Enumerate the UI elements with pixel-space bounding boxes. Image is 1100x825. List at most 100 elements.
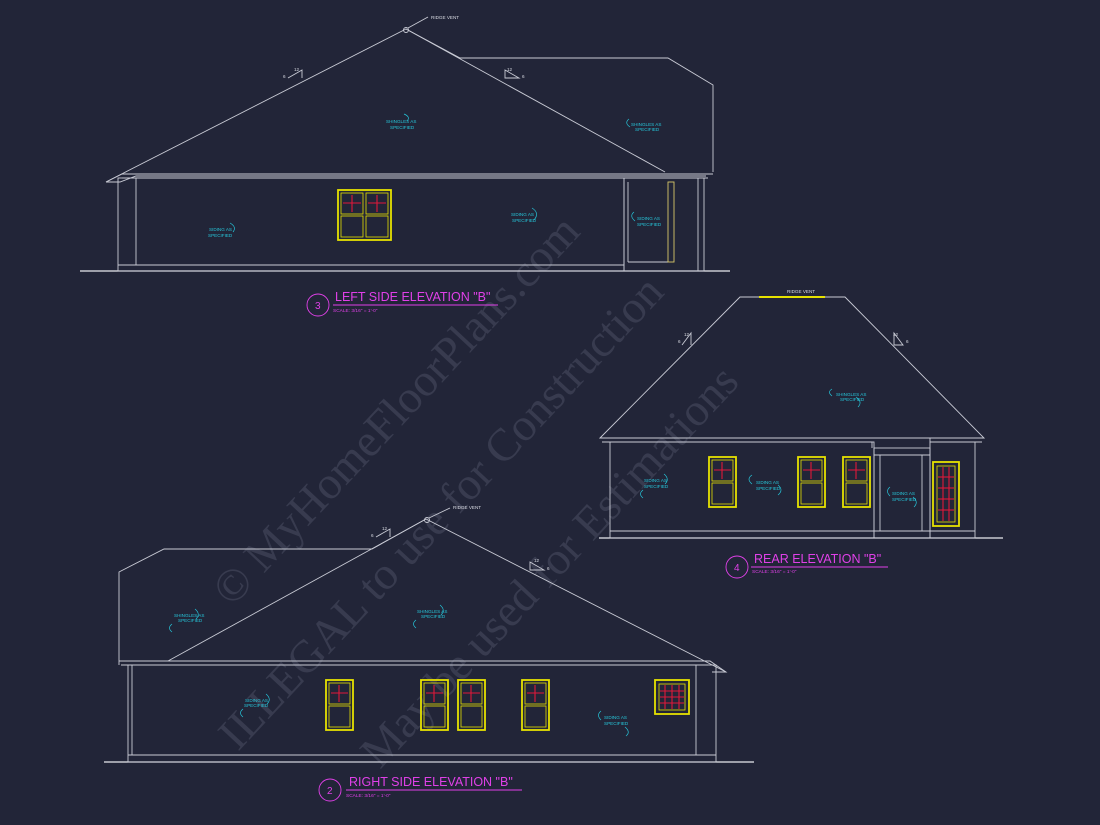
- window-2: [420, 679, 449, 731]
- note-shingles-1: SHINGLES AS SPECIFIED: [169, 608, 204, 633]
- main-wall: [127, 664, 717, 763]
- note-siding-2: SIDING AS SPECIFIED: [511, 207, 537, 223]
- svg-text:6: 6: [522, 74, 525, 79]
- title-number: 2: [327, 786, 333, 797]
- svg-text:SIDING AS: SIDING AS: [637, 216, 660, 221]
- right-wing-wall: [929, 441, 976, 539]
- left-side-elevation: RIDGE VENT 12 6 12 6 SHINGLES AS SPECIFI…: [80, 15, 730, 317]
- window-4: [521, 679, 550, 731]
- pitch-symbol-left: 12 6: [678, 331, 692, 346]
- svg-text:SIDING AS: SIDING AS: [245, 698, 268, 703]
- ridge-vent-marker: [403, 27, 409, 33]
- svg-text:SPECIFIED: SPECIFIED: [892, 497, 917, 502]
- svg-text:12: 12: [684, 332, 690, 337]
- door-glass: [932, 461, 960, 527]
- elevation-scale: SCALE: 3/16" = 1'-0": [346, 793, 391, 799]
- elevation-scale: SCALE: 3/16" = 1'-0": [333, 308, 378, 314]
- svg-text:6: 6: [678, 339, 681, 344]
- svg-text:SIDING AS: SIDING AS: [892, 491, 915, 496]
- svg-text:6: 6: [906, 339, 909, 344]
- roof-outline: [105, 28, 714, 183]
- pitch-symbol-right: 12 6: [529, 558, 550, 571]
- note-siding-1: SIDING AS SPECIFIED: [208, 222, 235, 238]
- ridge-vent-label: RIDGE VENT: [453, 505, 481, 510]
- svg-text:SPECIFIED: SPECIFIED: [635, 127, 660, 132]
- title-number-circle: [306, 293, 330, 317]
- right-side-elevation: RIDGE VENT 12 6 12 6 SHINGLES AS SPECIFI…: [104, 505, 754, 802]
- svg-text:SPECIFIED: SPECIFIED: [178, 618, 203, 623]
- roof-hip-line: [167, 518, 427, 662]
- svg-text:SIDING AS: SIDING AS: [209, 227, 232, 232]
- ridge-vent-label: RIDGE VENT: [431, 15, 459, 20]
- svg-text:6: 6: [547, 566, 550, 571]
- ridge-vent-leader: [407, 16, 429, 29]
- svg-text:12: 12: [507, 67, 513, 72]
- ridge-vent-label: RIDGE VENT: [787, 289, 815, 294]
- note-siding-3: SIDING AS SPECIFIED: [631, 211, 662, 227]
- roof-hip-line: [405, 28, 666, 173]
- svg-text:SPECIFIED: SPECIFIED: [512, 218, 537, 223]
- title-number-circle: [318, 778, 342, 802]
- svg-text:SHINGLES AS: SHINGLES AS: [417, 609, 447, 614]
- svg-text:6: 6: [371, 533, 374, 538]
- note-shingles-2: SHINGLES AS SPECIFIED: [413, 604, 447, 629]
- note-shingles-2: SHINGLES AS SPECIFIED: [626, 118, 661, 132]
- elevation-title: REAR ELEVATION "B": [754, 552, 881, 566]
- svg-text:6: 6: [283, 74, 286, 79]
- svg-text:SPECIFIED: SPECIFIED: [208, 233, 233, 238]
- elevation-title: LEFT SIDE ELEVATION "B": [335, 290, 490, 304]
- svg-text:SPECIFIED: SPECIFIED: [840, 397, 865, 402]
- roof-outline: [598, 296, 986, 439]
- svg-text:12: 12: [534, 558, 540, 563]
- window-1: [325, 679, 354, 731]
- svg-text:SPECIFIED: SPECIFIED: [390, 125, 415, 130]
- svg-text:SHINGLES AS: SHINGLES AS: [836, 392, 866, 397]
- elevation-scale: SCALE: 3/16" = 1'-0": [752, 569, 797, 575]
- window-1: [708, 456, 737, 508]
- window-fixed-grid: [654, 679, 690, 715]
- svg-text:SPECIFIED: SPECIFIED: [644, 484, 669, 489]
- note-siding-1: SIDING AS SPECIFIED: [640, 473, 669, 499]
- svg-text:12: 12: [382, 526, 388, 531]
- note-shingles-1: SHINGLES AS SPECIFIED: [829, 388, 866, 408]
- window-2: [797, 456, 826, 508]
- title-number: 3: [315, 301, 321, 312]
- svg-text:SPECIFIED: SPECIFIED: [637, 222, 662, 227]
- elevation-title: RIGHT SIDE ELEVATION "B": [349, 775, 513, 789]
- pitch-symbol-left: 12 6: [371, 526, 391, 538]
- note-siding-3: SIDING AS SPECIFIED: [887, 486, 917, 508]
- pitch-symbol-right: 12 6: [504, 67, 525, 79]
- note-shingles-1: SHINGLES AS SPECIFIED: [386, 113, 416, 130]
- roof-outline: [118, 518, 727, 673]
- svg-text:SIDING AS: SIDING AS: [604, 715, 627, 720]
- svg-text:SHINGLES AS: SHINGLES AS: [386, 119, 416, 124]
- window-3: [842, 456, 871, 508]
- svg-text:SPECIFIED: SPECIFIED: [604, 721, 629, 726]
- pitch-symbol-left: 12 6: [283, 67, 303, 79]
- pitch-symbol-right: 12 6: [893, 331, 909, 346]
- window-3: [457, 679, 486, 731]
- svg-text:12: 12: [294, 67, 300, 72]
- svg-text:SPECIFIED: SPECIFIED: [421, 614, 446, 619]
- svg-text:SIDING AS: SIDING AS: [644, 478, 667, 483]
- svg-text:SPECIFIED: SPECIFIED: [244, 703, 269, 708]
- window-double: [337, 189, 392, 241]
- note-siding-1: SIDING AS SPECIFIED: [240, 693, 270, 718]
- note-siding-2: SIDING AS SPECIFIED: [598, 710, 629, 737]
- title-number-circle: [725, 555, 749, 579]
- porch-wall: [623, 177, 705, 272]
- rear-elevation: RIDGE VENT 12 6 12 6 SHINGLES AS SPECIFI…: [598, 289, 1003, 579]
- note-siding-2: SIDING AS SPECIFIED: [748, 474, 782, 496]
- porch-column: [667, 181, 675, 263]
- title-number: 4: [734, 563, 740, 574]
- ridge-vent-marker: [424, 517, 430, 523]
- svg-text:12: 12: [893, 332, 899, 337]
- svg-text:SPECIFIED: SPECIFIED: [756, 486, 781, 491]
- fascia: [105, 173, 713, 183]
- svg-text:SIDING AS: SIDING AS: [756, 480, 779, 485]
- svg-text:SIDING AS: SIDING AS: [511, 212, 534, 217]
- svg-text:SHINGLES AS: SHINGLES AS: [631, 122, 661, 127]
- svg-text:SHINGLES AS: SHINGLES AS: [174, 613, 204, 618]
- ridge-vent-leader: [428, 507, 451, 519]
